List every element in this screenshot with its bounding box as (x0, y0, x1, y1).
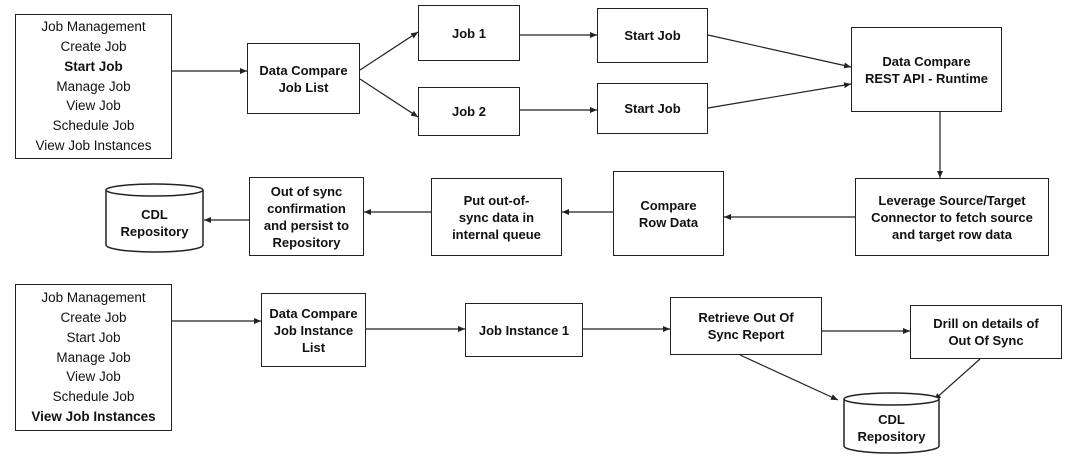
box-label-line: Out Of Sync (948, 333, 1024, 348)
box-label-line: Put out-of- (463, 192, 530, 208)
box-label-line: Data Compare (269, 305, 358, 321)
box-label-line: List (301, 339, 326, 355)
start-job-1-box: Start Job (597, 8, 708, 63)
menu-item[interactable]: Create Job (60, 310, 127, 325)
box-label-line: Job Instance 1 (478, 322, 570, 338)
database-icon (843, 392, 940, 454)
flow-arrow (739, 354, 839, 401)
job1-box: Job 1 (418, 5, 520, 61)
box-label-line: Drill on details of (933, 316, 1039, 331)
box-label-line: Repository (272, 234, 341, 250)
flow-arrow (707, 34, 852, 69)
database-label-line: Repository (857, 429, 926, 444)
flow-arrow (707, 82, 852, 109)
menu-item[interactable]: Manage Job (56, 78, 131, 94)
instance1-box: Job Instance 1 (465, 303, 583, 357)
retrieve-box: Retrieve Out Of Sync Report (670, 297, 822, 355)
menu-item[interactable]: Create Job (60, 39, 127, 54)
database-label-line: Repository (120, 224, 189, 239)
menu-item[interactable]: View Job (66, 369, 121, 385)
box-label-line: and persist to (263, 217, 350, 233)
flow-arrow (359, 31, 419, 71)
box-label-line: Connector to fetch source (871, 209, 1033, 225)
box-label-line: Row Data (638, 214, 699, 230)
box-label-line: confirmation (267, 200, 346, 216)
menu-item[interactable]: View Job Instances (35, 137, 152, 153)
box-label-line: and target row data (892, 226, 1012, 242)
menu-item[interactable]: Start Job (66, 329, 121, 345)
menu-item[interactable]: Schedule Job (52, 118, 135, 134)
drill-box: Drill on details of Out Of Sync (910, 305, 1062, 359)
box-label-line: REST API - Runtime (864, 70, 989, 86)
box-label-line: internal queue (452, 226, 541, 242)
flow-arrow (933, 358, 981, 401)
box-label-line: Compare (640, 197, 697, 213)
box-label-line: Out of sync (270, 183, 343, 199)
database-label-line: CDL (141, 207, 168, 222)
flow-arrow (359, 78, 419, 118)
database-label-line: CDL (878, 412, 905, 427)
cdl-bottom-database: CDL Repository (843, 392, 940, 454)
start-job-2-box: Start Job (597, 83, 708, 134)
box-label-line: Start Job (624, 101, 681, 116)
menu-item[interactable]: Job Management (41, 290, 146, 306)
menu-item[interactable]: View Job Instances (31, 408, 156, 424)
job2-box: Job 2 (418, 87, 520, 136)
box-label-line: sync data in (458, 209, 535, 225)
box-label-line: Job List (278, 79, 329, 95)
box-label-line: Retrieve Out Of (698, 310, 794, 325)
cdl-top-database: CDL Repository (105, 183, 204, 253)
menu-item[interactable]: Manage Job (56, 349, 131, 365)
menu-item[interactable]: Schedule Job (52, 389, 135, 405)
menu-item[interactable]: Start Job (64, 58, 123, 74)
box-label-line: Sync Report (707, 327, 785, 342)
box-label-line: Data Compare (259, 62, 348, 78)
menu-item[interactable]: Job Management (41, 19, 146, 35)
box-label-line: Data Compare (882, 53, 971, 69)
box-label-line: Job Instance (273, 322, 354, 338)
box-label-line: Start Job (624, 28, 681, 43)
box-label-line: Leverage Source/Target (878, 192, 1026, 208)
menu-item[interactable]: View Job (66, 98, 121, 114)
box-label-line: Job 2 (452, 104, 486, 119)
database-icon (105, 183, 204, 253)
box-label-line: Job 1 (452, 25, 486, 41)
